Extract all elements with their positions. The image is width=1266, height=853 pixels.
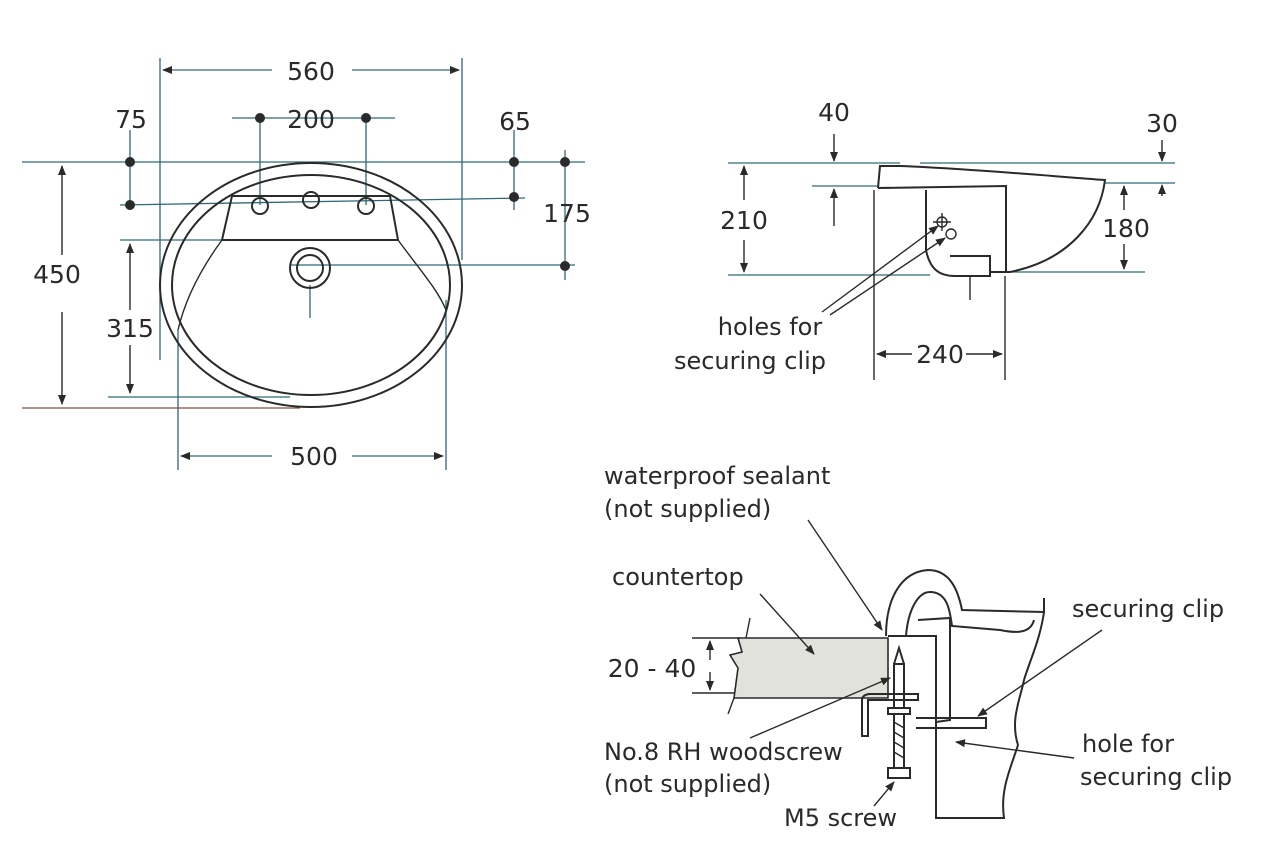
break-line xyxy=(727,697,735,715)
dim-label-210: 210 xyxy=(720,206,768,235)
dim-label-315: 315 xyxy=(106,314,154,343)
dim-label-560: 560 xyxy=(287,57,335,86)
label-thickness: 20 - 40 xyxy=(608,654,697,683)
section-view: 20 - 40 waterproof sealant (not supplied… xyxy=(604,462,1232,832)
label-sealant-line1: waterproof sealant xyxy=(604,462,830,490)
basin-body xyxy=(888,611,1045,819)
ref-dot xyxy=(255,113,265,123)
extension-line xyxy=(119,197,526,206)
label-hole-line2: securing clip xyxy=(1080,763,1232,791)
ref-dot xyxy=(560,261,570,271)
tap-hole-left xyxy=(251,197,269,215)
basin-rim-underside xyxy=(877,184,1007,272)
clip-hole xyxy=(945,228,957,240)
waste-outlet-inner xyxy=(296,254,324,282)
dim-label-240: 240 xyxy=(916,340,964,369)
ref-dot xyxy=(125,200,135,210)
label-countertop: countertop xyxy=(612,563,744,591)
dim-label-180: 180 xyxy=(1102,214,1150,243)
bowl-edge-left xyxy=(177,239,223,331)
side-view: 40 30 210 180 240 holes for securing cli… xyxy=(674,98,1178,380)
dim-label-75: 75 xyxy=(115,105,147,134)
woodscrew-head xyxy=(887,707,911,715)
label-holes-line1: holes for xyxy=(718,313,823,341)
ref-dot xyxy=(125,157,135,167)
leader-woodscrew xyxy=(749,677,891,739)
basin-profile xyxy=(877,165,1107,273)
dim-label-175: 175 xyxy=(543,199,591,228)
woodscrew-tip xyxy=(893,644,905,665)
label-sealant-line2: (not supplied) xyxy=(604,495,771,523)
basin-inner-rim xyxy=(171,174,451,396)
dim-label-40: 40 xyxy=(818,98,850,127)
ref-dot xyxy=(509,192,519,202)
label-m5: M5 screw xyxy=(784,804,897,832)
ref-dot xyxy=(361,113,371,123)
bowl-edge-right xyxy=(397,239,447,311)
m5-screw-thread xyxy=(893,721,905,759)
break-line xyxy=(745,617,751,639)
basin-outer-rim xyxy=(159,162,463,408)
dim-label-65: 65 xyxy=(499,107,531,136)
ref-dot xyxy=(509,157,519,167)
m5-screw-head xyxy=(887,767,911,779)
dim-label-450: 450 xyxy=(33,260,81,289)
dim-label-200: 200 xyxy=(287,105,335,134)
leader-m5 xyxy=(873,781,895,807)
label-holes-line2: securing clip xyxy=(674,347,826,375)
basin-pedestal xyxy=(925,190,991,277)
securing-clip-plate xyxy=(916,717,987,729)
basin-inner-leg xyxy=(917,616,951,723)
leader-holes xyxy=(829,237,946,316)
leader-countertop xyxy=(759,593,815,655)
countertop-slab xyxy=(728,637,889,699)
leader-hole xyxy=(955,739,1075,759)
basin-wall-outer xyxy=(885,568,1045,637)
woodscrew-body xyxy=(893,663,905,709)
plan-view: 560 200 75 65 175 450 315 500 xyxy=(22,57,591,471)
leader-sealant xyxy=(807,519,883,631)
label-woodscrew-line2: (not supplied) xyxy=(604,770,771,798)
leader-clip xyxy=(977,629,1103,717)
dim-label-30: 30 xyxy=(1146,109,1178,138)
label-woodscrew-line1: No.8 RH woodscrew xyxy=(604,738,843,766)
basin-wall-inner xyxy=(905,590,1035,637)
clip-bracket xyxy=(861,693,919,737)
ref-dot xyxy=(560,157,570,167)
tap-hole-right xyxy=(357,197,375,215)
tap-hole-center xyxy=(302,191,320,209)
waste-outlet-outer xyxy=(289,247,331,289)
leader-holes xyxy=(821,225,939,313)
dim-label-500: 500 xyxy=(290,442,338,471)
label-clip: securing clip xyxy=(1072,595,1224,623)
label-hole-line1: hole for xyxy=(1082,730,1174,758)
